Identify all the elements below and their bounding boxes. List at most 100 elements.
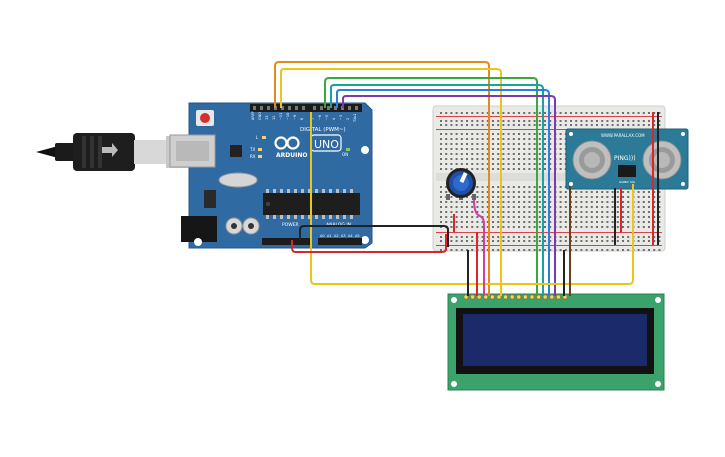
breadboard-hole: [642, 120, 645, 122]
breadboard-hole: [658, 221, 661, 223]
breadboard-hole: [528, 120, 531, 122]
breadboard-hole: [538, 216, 541, 218]
breadboard-hole: [544, 236, 546, 238]
breadboard-hole: [450, 168, 453, 170]
breadboard-hole: [622, 201, 624, 203]
breadboard-hole: [642, 196, 645, 198]
wire-green: [324, 77, 538, 296]
breadboard-hole: [502, 206, 505, 208]
breadboard-hole: [445, 138, 448, 140]
breadboard-hole: [559, 163, 562, 165]
breadboard-hole: [642, 201, 645, 203]
breadboard-hole: [533, 226, 536, 228]
breadboard-hole: [616, 112, 619, 114]
breadboard-hole: [471, 236, 474, 238]
breadboard-hole: [627, 124, 630, 126]
breadboard-hole: [460, 206, 463, 208]
breadboard-hole: [481, 236, 484, 238]
breadboard-hole: [533, 240, 536, 242]
breadboard-hole: [580, 120, 583, 122]
breadboard-hole: [606, 211, 609, 213]
breadboard-hole: [518, 226, 520, 228]
breadboard-hole: [648, 211, 650, 213]
breadboard-hole: [590, 216, 593, 218]
breadboard-hole: [580, 226, 583, 228]
breadboard-hole: [616, 191, 619, 193]
breadboard-hole: [580, 206, 583, 208]
breadboard-hole: [512, 191, 515, 193]
breadboard-hole: [575, 249, 578, 251]
breadboard-hole: [450, 143, 453, 145]
svg-text:4: 4: [332, 117, 336, 120]
breadboard-hole: [455, 138, 458, 140]
breadboard-hole: [518, 216, 520, 218]
breadboard-hole: [544, 120, 546, 122]
breadboard-hole: [575, 211, 578, 213]
lcd-display: [447, 293, 665, 391]
breadboard-hole: [606, 120, 609, 122]
breadboard-hole: [590, 221, 593, 223]
breadboard-hole: [538, 236, 541, 238]
breadboard-hole: [455, 148, 458, 150]
breadboard-hole: [627, 221, 630, 223]
breadboard-hole: [471, 206, 474, 208]
breadboard-hole: [544, 201, 546, 203]
breadboard-hole: [544, 143, 546, 145]
breadboard-hole: [585, 216, 588, 218]
breadboard-hole: [564, 201, 567, 203]
breadboard-hole: [549, 201, 552, 203]
breadboard-hole: [627, 236, 630, 238]
breadboard-hole: [492, 240, 494, 242]
breadboard-hole: [627, 191, 630, 193]
breadboard-hole: [492, 112, 494, 114]
breadboard-hole: [481, 143, 484, 145]
power-header-label: POWER: [282, 222, 299, 228]
breadboard-hole: [523, 249, 526, 251]
breadboard-hole: [528, 240, 531, 242]
breadboard-hole: [445, 168, 448, 170]
breadboard-hole: [523, 191, 526, 193]
lcd-pin: [502, 294, 509, 300]
breadboard-hole: [450, 206, 453, 208]
breadboard-hole: [481, 249, 484, 251]
breadboard-hole: [492, 186, 494, 188]
breadboard-hole: [518, 112, 520, 114]
lcd-pin: [542, 294, 548, 300]
breadboard-hole: [559, 191, 562, 193]
breadboard-hole: [549, 236, 552, 238]
breadboard-hole: [512, 196, 515, 198]
breadboard-hole: [606, 206, 609, 208]
breadboard-hole: [486, 240, 489, 242]
breadboard-hole: [492, 138, 494, 140]
breadboard-hole: [590, 201, 593, 203]
breadboard-hole: [564, 196, 567, 198]
breadboard-hole: [533, 143, 536, 145]
breadboard-hole: [658, 211, 661, 213]
breadboard-hole: [481, 112, 484, 114]
breadboard-hole: [450, 163, 453, 165]
breadboard-hole: [492, 124, 494, 126]
breadboard-hole: [596, 201, 598, 203]
breadboard-hole: [580, 249, 583, 251]
breadboard-hole: [486, 216, 489, 218]
breadboard-hole: [502, 124, 505, 126]
breadboard-hole: [601, 236, 604, 238]
breadboard-hole: [575, 206, 578, 208]
breadboard-hole: [658, 124, 661, 126]
breadboard-hole: [507, 191, 510, 193]
breadboard-hole: [471, 221, 474, 223]
breadboard-hole: [476, 216, 479, 218]
breadboard-hole: [460, 133, 463, 135]
breadboard-hole: [471, 249, 474, 251]
breadboard-hole: [466, 221, 468, 223]
breadboard-hole: [440, 148, 442, 150]
breadboard-hole: [549, 133, 552, 135]
breadboard-hole: [627, 249, 630, 251]
breadboard-hole: [642, 236, 645, 238]
breadboard-hole: [445, 158, 448, 160]
breadboard-hole: [440, 186, 442, 188]
analog-pin-a5: A5: [355, 234, 360, 238]
breadboard-hole: [466, 163, 468, 165]
breadboard-hole: [492, 133, 494, 135]
breadboard-hole: [538, 221, 541, 223]
